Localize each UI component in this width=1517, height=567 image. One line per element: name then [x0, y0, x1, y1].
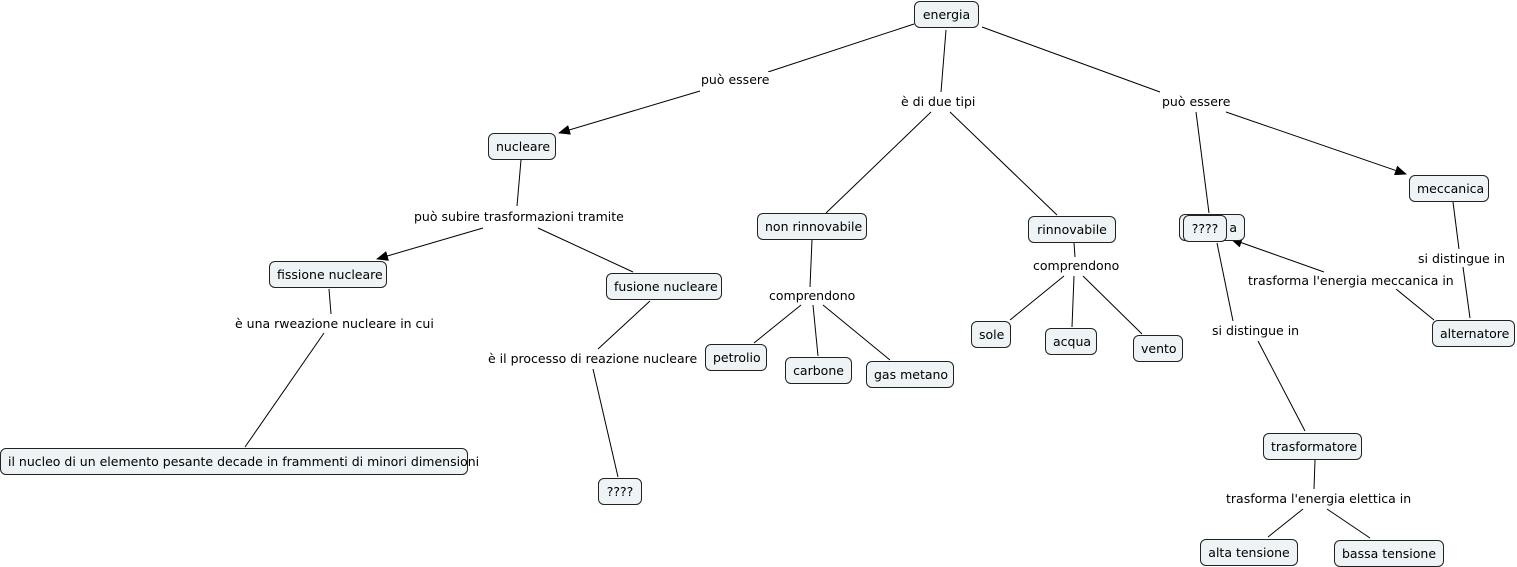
connector-arrow [1225, 111, 1407, 176]
link-comprendono-rinnovabile[interactable]: comprendono [1032, 258, 1121, 274]
connector [592, 368, 619, 478]
concept-alta-tensione[interactable]: alta tensione [1200, 539, 1298, 566]
concept-nucleare[interactable]: nucleare [488, 133, 556, 160]
connector-arrow [558, 90, 701, 135]
connector [1267, 508, 1304, 538]
connector [949, 111, 1058, 216]
link-si-distingue-right[interactable]: si distingue in [1417, 251, 1507, 267]
connector [537, 227, 634, 273]
link-e-di-due-tipi[interactable]: è di due tipi [900, 94, 977, 110]
connector [940, 29, 947, 93]
connector [1462, 266, 1471, 319]
link-trasforma-elettica[interactable]: trasforma l'energia elettica in [1225, 491, 1413, 507]
connector [1073, 242, 1076, 258]
concept-petrolio[interactable]: petrolio [705, 344, 767, 371]
connector [1082, 275, 1143, 335]
concept-acqua[interactable]: acqua [1045, 328, 1097, 355]
link-trasformazioni-tramite[interactable]: può subire trasformazioni tramite [413, 209, 625, 225]
concept-vento[interactable]: vento [1133, 335, 1183, 362]
concept-sole[interactable]: sole [971, 321, 1011, 348]
connector [1326, 508, 1371, 539]
connector [1452, 201, 1460, 250]
connector [244, 332, 325, 448]
concept-gas-metano[interactable]: gas metano [866, 361, 954, 388]
link-si-distingue-left[interactable]: si distingue in [1211, 323, 1301, 339]
connector-arrow [376, 227, 484, 261]
concept-trasformatore[interactable]: trasformatore [1263, 433, 1362, 460]
connector [825, 111, 932, 214]
concept-meccanica[interactable]: meccanica [1409, 175, 1489, 202]
concept-alternatore[interactable]: alternatore [1432, 320, 1515, 347]
connector-arrow [1230, 237, 1325, 273]
connector [981, 26, 1161, 93]
concept-nucleo-frammenti[interactable]: il nucleo di un elemento pesante decade … [0, 448, 479, 475]
connector [1395, 288, 1435, 321]
connector [767, 23, 915, 73]
connector [822, 304, 891, 361]
concept-energia[interactable]: energia [914, 1, 979, 28]
concept-fusione-unknown[interactable]: ???? [598, 478, 642, 505]
concept-fissione-nucleare[interactable]: fissione nucleare [269, 261, 387, 288]
connector [328, 288, 332, 315]
concept-bassa-tensione[interactable]: bassa tensione [1334, 540, 1444, 567]
link-comprendono-non-rinnovabile[interactable]: comprendono [768, 288, 857, 304]
link-trasforma-meccanica[interactable]: trasforma l'energia meccanica in [1247, 273, 1455, 289]
connector [597, 300, 651, 350]
concept-carbone[interactable]: carbone [785, 357, 852, 384]
connector [1257, 340, 1306, 432]
concept-rinnovabile[interactable]: rinnovabile [1028, 216, 1116, 243]
link-rweazione-nucleare[interactable]: è una rweazione nucleare in cui [234, 316, 435, 332]
connector [1216, 242, 1234, 322]
connector [1071, 275, 1075, 328]
concept-fusione-nucleare[interactable]: fusione nucleare [606, 273, 722, 300]
connector [1313, 459, 1316, 490]
link-puo-essere-left[interactable]: può essere [700, 72, 771, 88]
connector [516, 159, 522, 207]
connector [1009, 275, 1065, 321]
link-processo-reazione[interactable]: è il processo di reazione nucleare [487, 351, 699, 367]
concept-elettrica-unknown[interactable]: ???? [1183, 215, 1227, 242]
connector [753, 304, 802, 344]
connector [812, 304, 819, 357]
connector [809, 239, 813, 288]
concept-non-rinnovabile[interactable]: non rinnovabile [757, 213, 867, 240]
connector [1195, 111, 1210, 214]
link-puo-essere-right[interactable]: può essere [1161, 94, 1232, 110]
